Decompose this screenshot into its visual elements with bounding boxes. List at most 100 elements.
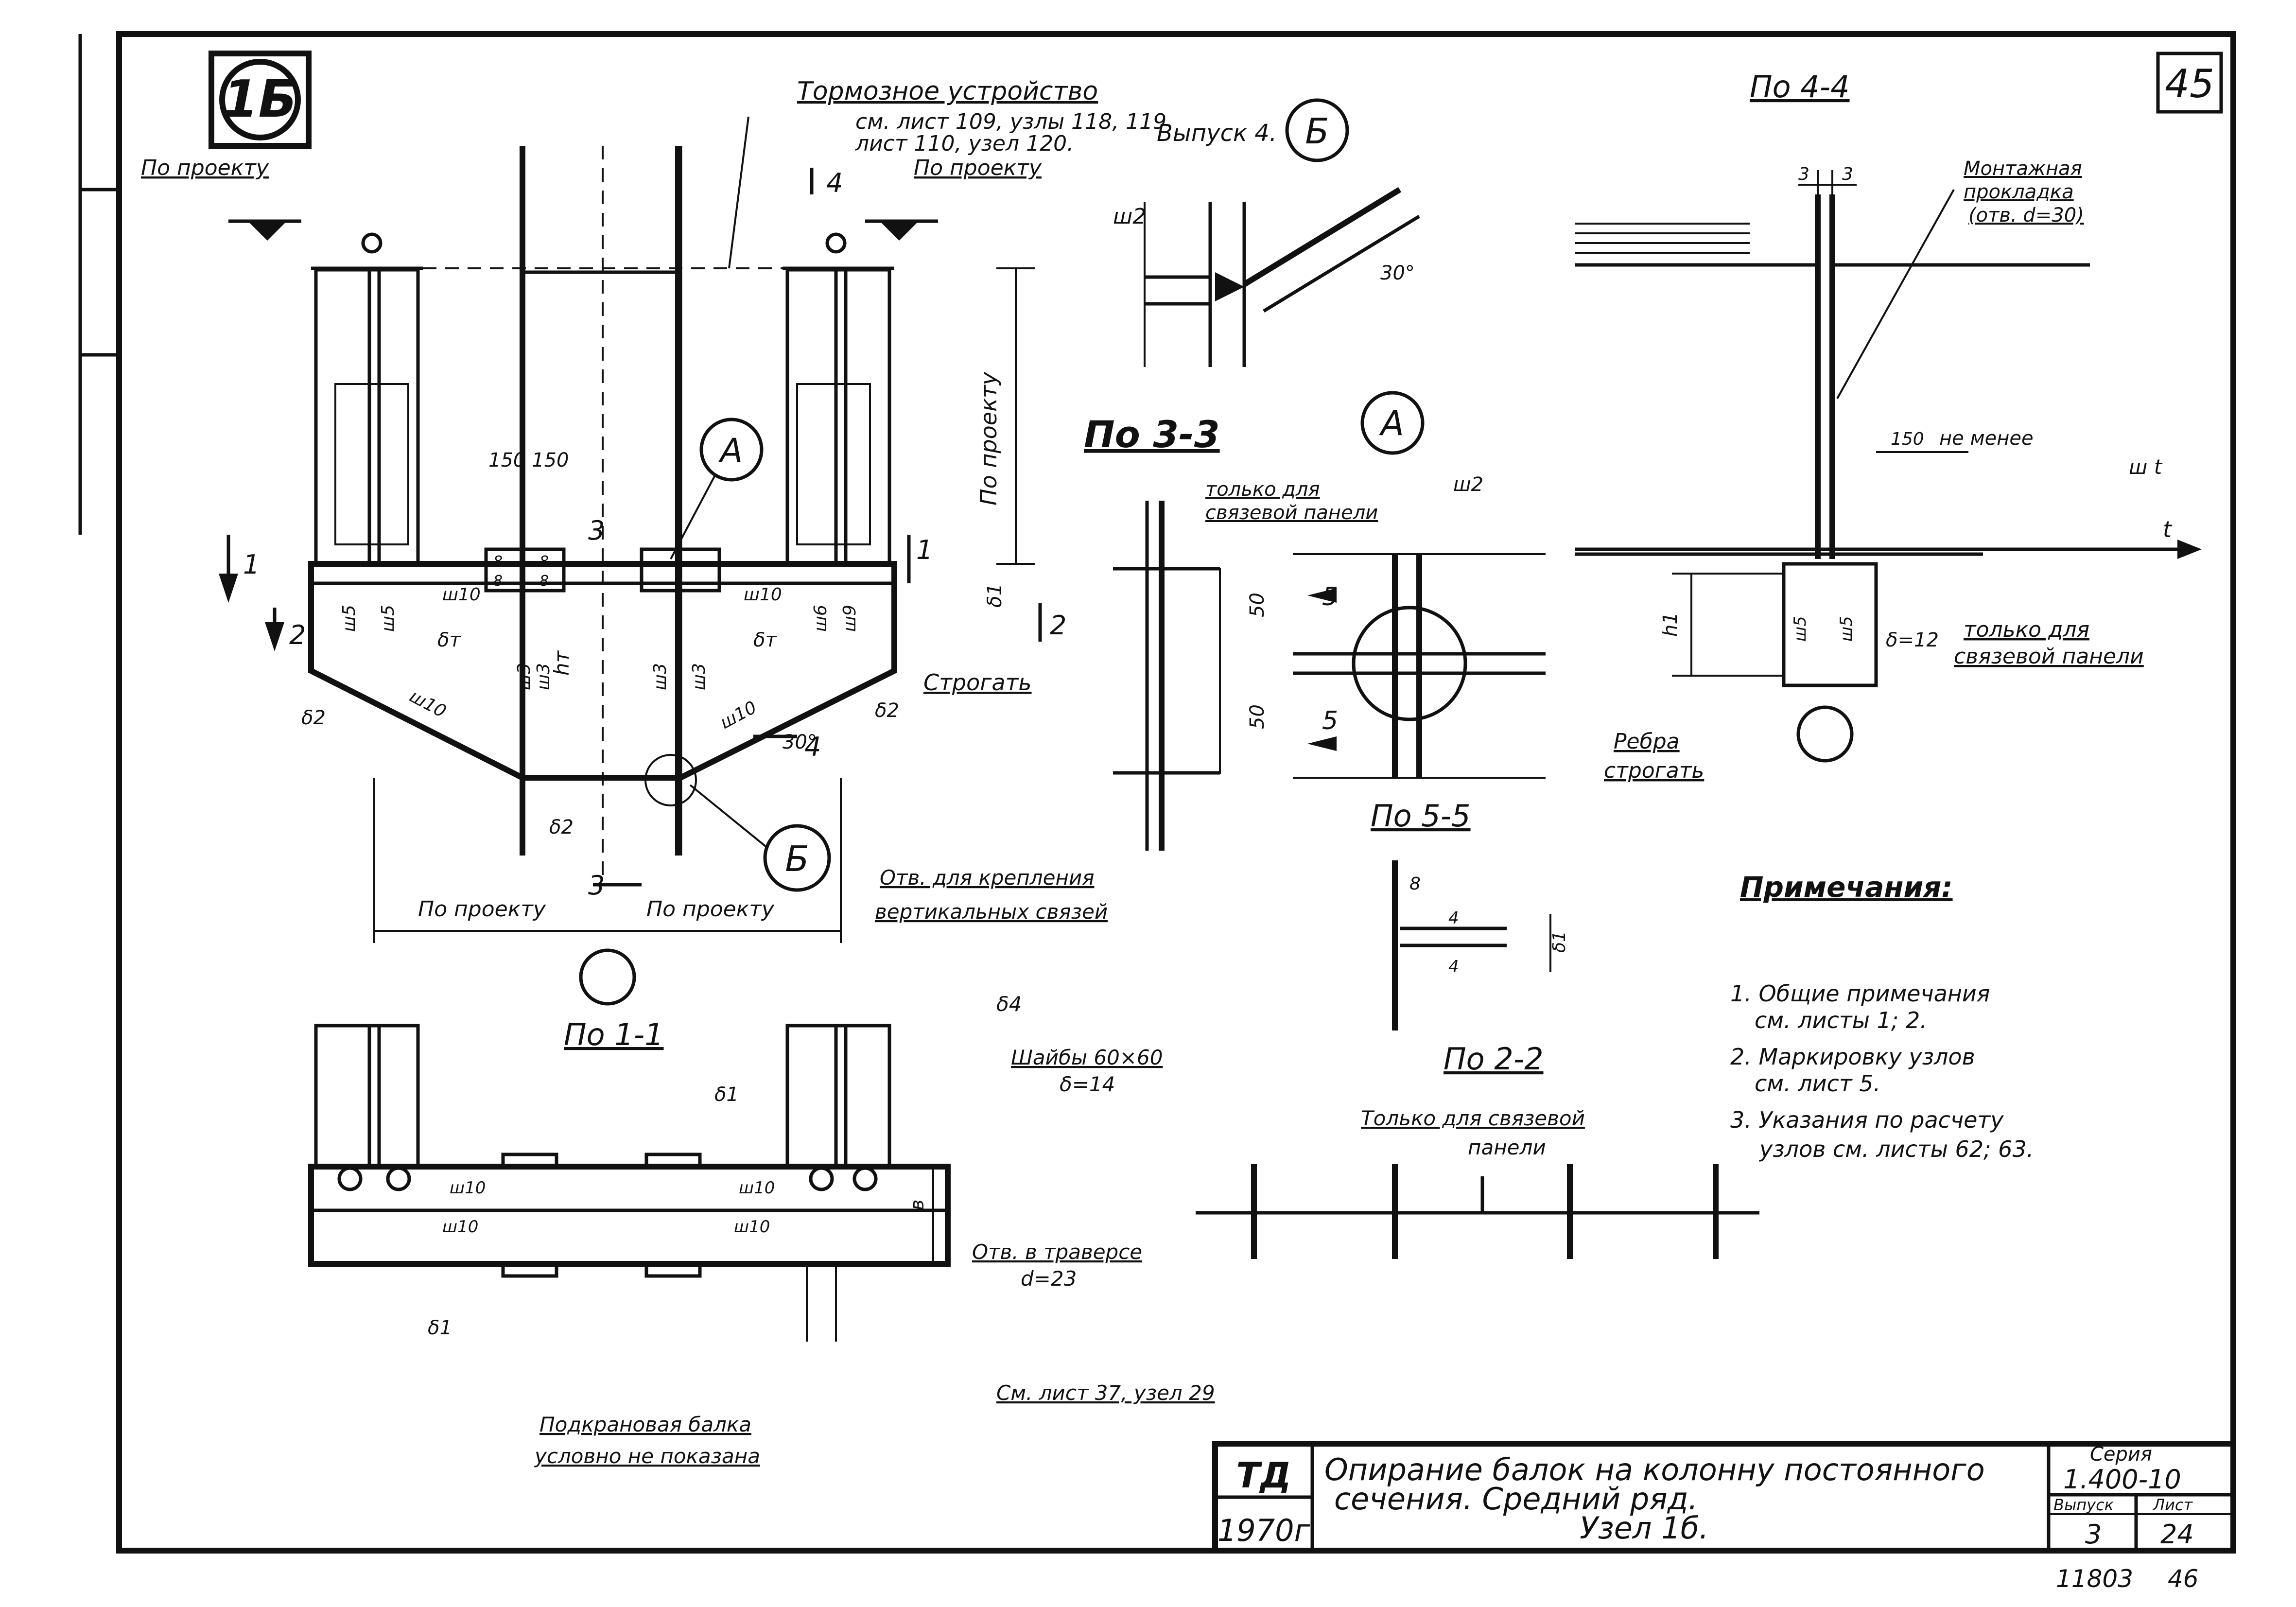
weld-label: ш3: [650, 663, 670, 690]
weld-label: ш10: [744, 585, 782, 605]
dim-150-150: 150 150: [488, 449, 569, 472]
by-project-bottom-right: По проекту: [646, 897, 775, 922]
brake-device-ref1: см. лист 109, узлы 118, 119: [855, 109, 1166, 134]
callout-a-label: А: [718, 432, 743, 470]
weld-label: ш5: [378, 605, 398, 632]
section-4-4-not-less: не менее: [1939, 427, 2034, 450]
node-label-box: [209, 51, 312, 149]
by-project-right: По проекту: [914, 156, 1042, 180]
section-1-1-delta4: δ4: [996, 992, 1022, 1016]
plate-number: 8: [493, 573, 503, 590]
section-2-2-note: панели: [1468, 1135, 1546, 1159]
detail-a-dim: 50: [1246, 704, 1269, 729]
weld-label: ш3: [514, 663, 534, 690]
section-4-4-delta-12: δ=12: [1886, 629, 1939, 651]
section-3-3-holes: Отв. для крепления: [880, 866, 1095, 890]
section-4-4-dim-150: 150: [1891, 429, 1924, 449]
section-mark-4: 4: [826, 168, 843, 198]
crane-beam-label: условно не показана: [534, 1444, 760, 1468]
sheet-frame: [116, 31, 2236, 1554]
delta-label: δ2: [301, 707, 326, 729]
washers-label: δ=14: [1060, 1072, 1115, 1096]
section-3-3-note: связевой панели: [1205, 502, 1378, 524]
title-block: [1212, 1441, 2236, 1554]
section-2-2: [1196, 1164, 1759, 1259]
section-4-4-dim: 3: [1798, 164, 1809, 184]
notes-item: узлов см. листы 62; 63.: [1758, 1136, 2034, 1162]
title-block-title: сечения. Средний ряд.: [1334, 1481, 1698, 1517]
title-block-org: ТД: [1236, 1455, 1291, 1496]
holes-traverse-label: Отв. в траверсе: [972, 1240, 1142, 1264]
section-4-4-only-bracing: только для: [1964, 617, 2089, 642]
weld-label: ш6: [811, 605, 831, 632]
title-block-year: 1970г: [1218, 1513, 1310, 1548]
brake-device-issue: Выпуск 4.: [1157, 120, 1277, 147]
by-project-left: По проекту: [141, 156, 269, 180]
title-block-title: Опирание балок на колонну постоянного: [1324, 1452, 1985, 1487]
section-4-4-h1: h1: [1659, 612, 1682, 637]
section-mark-3-bottom: 3: [588, 870, 605, 901]
section-4-4-weld: ш5: [1791, 616, 1810, 642]
detail-a-mark: 5: [1322, 706, 1338, 735]
detail-a-mark: 5: [1322, 582, 1338, 611]
delta-label: δ2: [549, 816, 574, 838]
brake-device-ref2: лист 110, узел 120.: [855, 131, 1074, 156]
section-1-1-delta1: δ1: [714, 1083, 739, 1106]
by-project-bottom-left: По проекту: [418, 897, 546, 922]
series-label: Серия: [2090, 1443, 2152, 1466]
section-1-1-b: в: [906, 1200, 928, 1210]
section-4-4-t: t: [2163, 516, 2173, 542]
section-3-3: [1113, 501, 1221, 851]
ribs-label: строгать: [1604, 758, 1704, 783]
main-view: [219, 116, 1042, 1006]
see-sheet-label: См. лист 37, узел 29: [996, 1381, 1215, 1405]
section-4-4: [1575, 170, 2202, 763]
section-5-5: [1392, 860, 1551, 1031]
detail-a: [1293, 391, 1546, 779]
series-value: 1.400-10: [2063, 1464, 2181, 1495]
ribs-label: Ребра: [1614, 729, 1680, 754]
section-mark-2-right: 2: [1050, 610, 1066, 641]
issue-value: 3: [2085, 1519, 2102, 1550]
notes-item: 1. Общие примечания: [1730, 980, 1990, 1007]
detail-b-angle: 30°: [1380, 262, 1415, 284]
section-1-1-weld: ш10: [734, 1217, 770, 1237]
plate-number: 8: [539, 573, 549, 590]
crane-beam-label: Подкрановая балка: [539, 1413, 751, 1436]
section-2-2-note: Только для связевой: [1361, 1106, 1585, 1130]
notes-title: Примечания:: [1740, 871, 1953, 904]
angle-30: 30°: [783, 731, 817, 753]
section-4-4-title: По 4-4: [1750, 69, 1850, 105]
section-4-4-weld-t: ш t: [2129, 455, 2163, 479]
sheet-number-box: [2156, 52, 2223, 114]
section-1-1-weld: ш10: [442, 1217, 478, 1237]
h-t-label: hт: [550, 650, 574, 676]
bottom-number: 46: [2168, 1565, 2199, 1593]
weld-label: ш3: [689, 663, 709, 690]
detail-a-weld: ш2: [1453, 473, 1483, 496]
detail-b: [1144, 187, 1420, 367]
section-5-5-dim: 8: [1409, 874, 1421, 894]
weld-label: ш9: [840, 605, 860, 632]
delta-label: δ1: [984, 583, 1006, 608]
section-3-3-note: только для: [1205, 478, 1320, 501]
section-1-1-delta1: δ1: [428, 1317, 452, 1339]
by-project-vertical: По проекту: [975, 371, 1002, 506]
weld-label: ш5: [339, 605, 359, 632]
weld-label: ш10: [442, 585, 481, 605]
node-label-circle: [219, 59, 301, 140]
notes-item: 2. Маркировку узлов: [1730, 1044, 1975, 1070]
section-mark-4-lower: 4: [804, 732, 821, 762]
section-5-5-title: По 5-5: [1371, 798, 1471, 834]
section-mark-1-left: 1: [243, 549, 260, 580]
notes-item: см. лист 5.: [1755, 1070, 1880, 1097]
section-3-3-title: По 3-3: [1084, 413, 1220, 456]
plate-number: 8: [493, 553, 503, 570]
notes-item: 3. Указания по расчету: [1730, 1107, 2004, 1133]
delta-label: δт: [437, 629, 461, 651]
section-1-1-title: По 1-1: [564, 1017, 664, 1052]
sheet-number: 45: [2165, 61, 2214, 106]
section-5-5-dim: 4: [1448, 908, 1459, 928]
node-label: 1Б: [223, 70, 297, 129]
delta-label: δ2: [875, 699, 899, 722]
